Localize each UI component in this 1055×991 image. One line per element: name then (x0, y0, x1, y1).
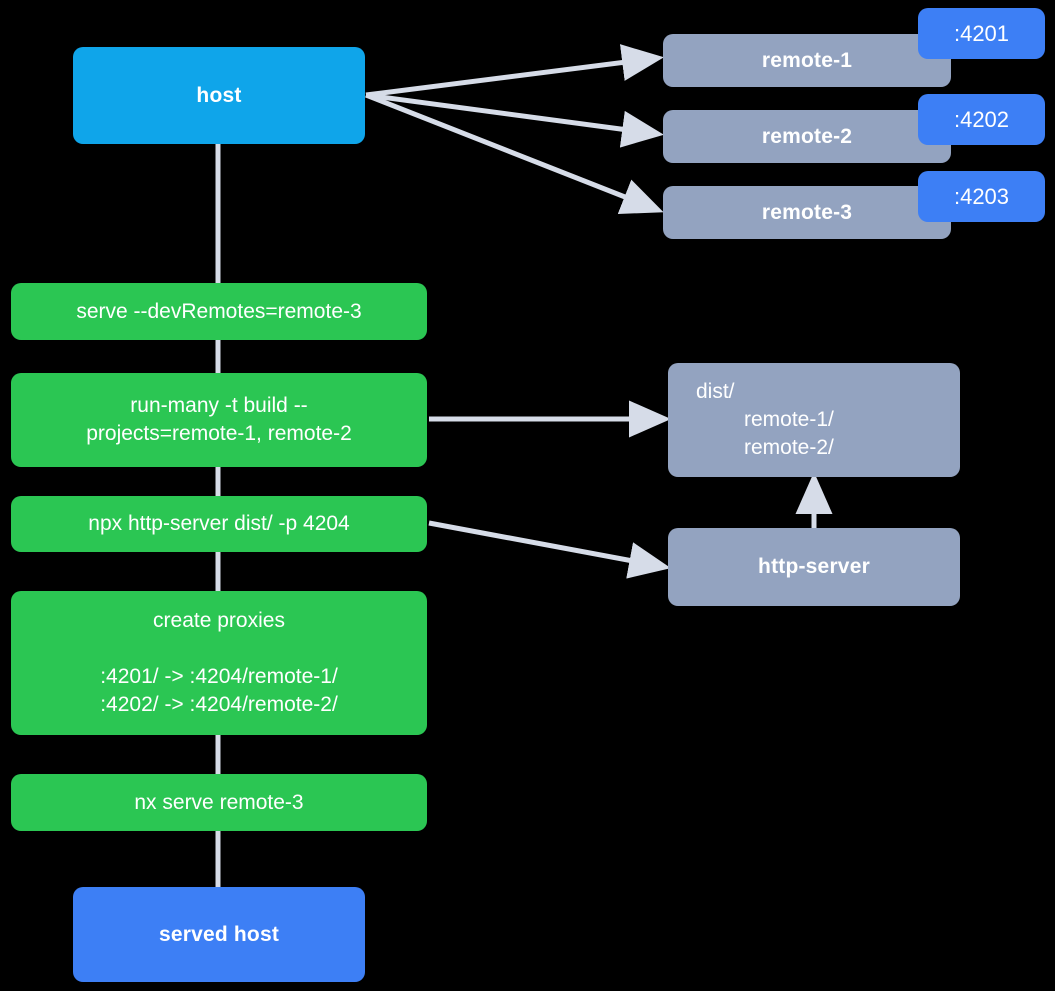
command-create-proxies-line-2: :4202/ -> :4204/remote-2/ (100, 692, 338, 716)
port-badge-remote-2-label: :4202 (953, 106, 1010, 132)
dist-tree: dist/ remote-1/ remote-2/ (668, 378, 960, 461)
node-host-label: host (196, 83, 242, 107)
command-npx-line-1: npx http-server dist/ -p 4204 (88, 512, 350, 536)
command-create-proxies-title: create proxies (153, 609, 285, 633)
command-run-many-line-1: run-many -t build -- (130, 394, 308, 418)
edge-host-to-remote-3 (365, 92, 664, 215)
node-served-host-label: served host (158, 922, 280, 946)
dist-line-remote-2: remote-2/ (744, 435, 834, 459)
node-command-create-proxies[interactable]: create proxies :4201/ -> :4204/remote-1/… (11, 591, 427, 735)
command-nx-serve-line-1: nx serve remote-3 (134, 790, 304, 814)
node-http-server-label: http-server (758, 555, 870, 579)
port-badge-remote-2: :4202 (918, 94, 1045, 145)
node-remote-1-label: remote-1 (761, 48, 853, 72)
command-serve-line-1: serve --devRemotes=remote-3 (76, 299, 362, 323)
node-http-server[interactable]: http-server (668, 528, 960, 606)
node-host[interactable]: host (73, 47, 365, 144)
port-badge-remote-3: :4203 (918, 171, 1045, 222)
dist-line-root: dist/ (696, 380, 735, 404)
node-command-nx-serve-remote-3[interactable]: nx serve remote-3 (11, 774, 427, 831)
edge-npx-to-httpserver (428, 520, 671, 579)
edge-host-to-remote-1 (365, 44, 664, 98)
node-command-serve[interactable]: serve --devRemotes=remote-3 (11, 283, 427, 340)
node-remote-2-label: remote-2 (761, 124, 853, 148)
command-run-many-line-2: projects=remote-1, remote-2 (86, 422, 352, 445)
port-badge-remote-3-label: :4203 (953, 183, 1010, 209)
command-create-proxies-line-1: :4201/ -> :4204/remote-1/ (100, 665, 338, 689)
node-remote-1[interactable]: remote-1 (663, 34, 951, 87)
edge-host-to-remote-2 (365, 92, 664, 148)
node-command-run-many[interactable]: run-many -t build -- projects=remote-1, … (11, 373, 427, 467)
node-remote-3-label: remote-3 (761, 200, 853, 224)
node-dist-folder[interactable]: dist/ remote-1/ remote-2/ (668, 363, 960, 477)
port-badge-remote-1-label: :4201 (953, 20, 1010, 46)
node-remote-2[interactable]: remote-2 (663, 110, 951, 163)
port-badge-remote-1: :4201 (918, 8, 1045, 59)
node-remote-3[interactable]: remote-3 (663, 186, 951, 239)
dist-line-remote-1: remote-1/ (744, 408, 834, 432)
node-command-npx-http-server[interactable]: npx http-server dist/ -p 4204 (11, 496, 427, 552)
node-served-host[interactable]: served host (73, 887, 365, 982)
